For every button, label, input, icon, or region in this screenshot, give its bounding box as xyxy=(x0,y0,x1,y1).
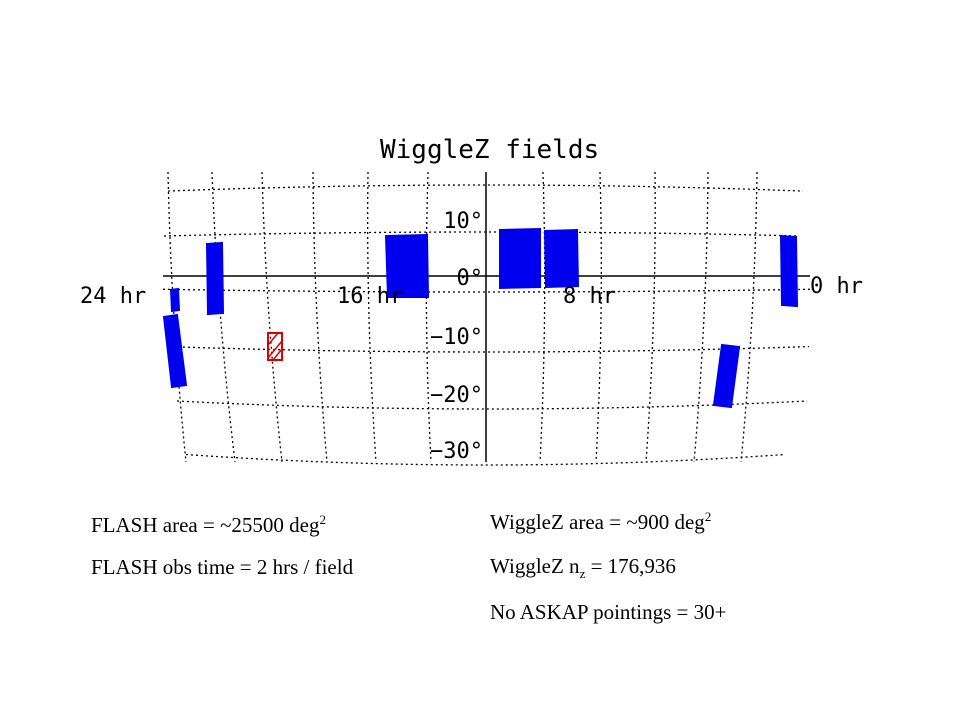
wigglez-area-text: WiggleZ area = ~900 deg2 xyxy=(490,509,712,534)
map-title: WiggleZ fields xyxy=(380,135,599,165)
flash-test-field-marker xyxy=(267,332,283,361)
sky-map: WiggleZ fields 24 hr 16 hr 8 hr 0 hr 10°… xyxy=(80,135,863,466)
flash-area-text: FLASH area = ~25500 deg2 xyxy=(91,512,326,537)
wigglez-nz-text: WiggleZ nz = 176,936 xyxy=(490,554,676,581)
ra-label-16hr: 16 hr xyxy=(337,284,403,309)
dec-label-minus30: −30° xyxy=(430,439,483,464)
meridian-line xyxy=(693,171,709,463)
dec-label-minus20: −20° xyxy=(430,383,483,408)
parallel-line xyxy=(162,288,811,293)
dec-label-plus10: 10° xyxy=(443,209,483,234)
meridian-line xyxy=(261,171,283,463)
meridian-line xyxy=(425,171,432,463)
meridian-line xyxy=(211,171,236,463)
ra-label-0hr: 0 hr xyxy=(810,274,863,299)
parallel-line xyxy=(167,184,804,192)
meridian-line xyxy=(645,171,656,463)
dec-label-0: 0° xyxy=(457,266,484,291)
meridian-line xyxy=(312,171,328,463)
parallel-line xyxy=(176,400,808,410)
meridian-line xyxy=(367,171,377,463)
ra-label-8hr: 8 hr xyxy=(563,284,616,309)
parallel-line xyxy=(167,345,810,353)
field-patch xyxy=(162,313,188,389)
parallel-line xyxy=(163,231,800,237)
field-patch xyxy=(384,233,430,298)
flash-obs-time-text: FLASH obs time = 2 hrs / field xyxy=(91,555,354,579)
meridian-line xyxy=(740,171,758,463)
field-patch xyxy=(169,287,181,313)
field-patch xyxy=(712,343,741,409)
field-patch xyxy=(205,241,225,316)
askap-pointings-text: No ASKAP pointings = 30+ xyxy=(490,600,727,624)
meridian-line xyxy=(595,171,602,463)
ra-label-24hr: 24 hr xyxy=(80,284,146,309)
parallel-line xyxy=(185,453,786,466)
meridian-line xyxy=(539,171,546,463)
dec-label-minus10: −10° xyxy=(430,325,483,350)
field-patch xyxy=(543,228,580,289)
field-patch xyxy=(499,227,541,290)
wigglez-fields xyxy=(162,227,799,409)
field-patch xyxy=(779,234,799,308)
